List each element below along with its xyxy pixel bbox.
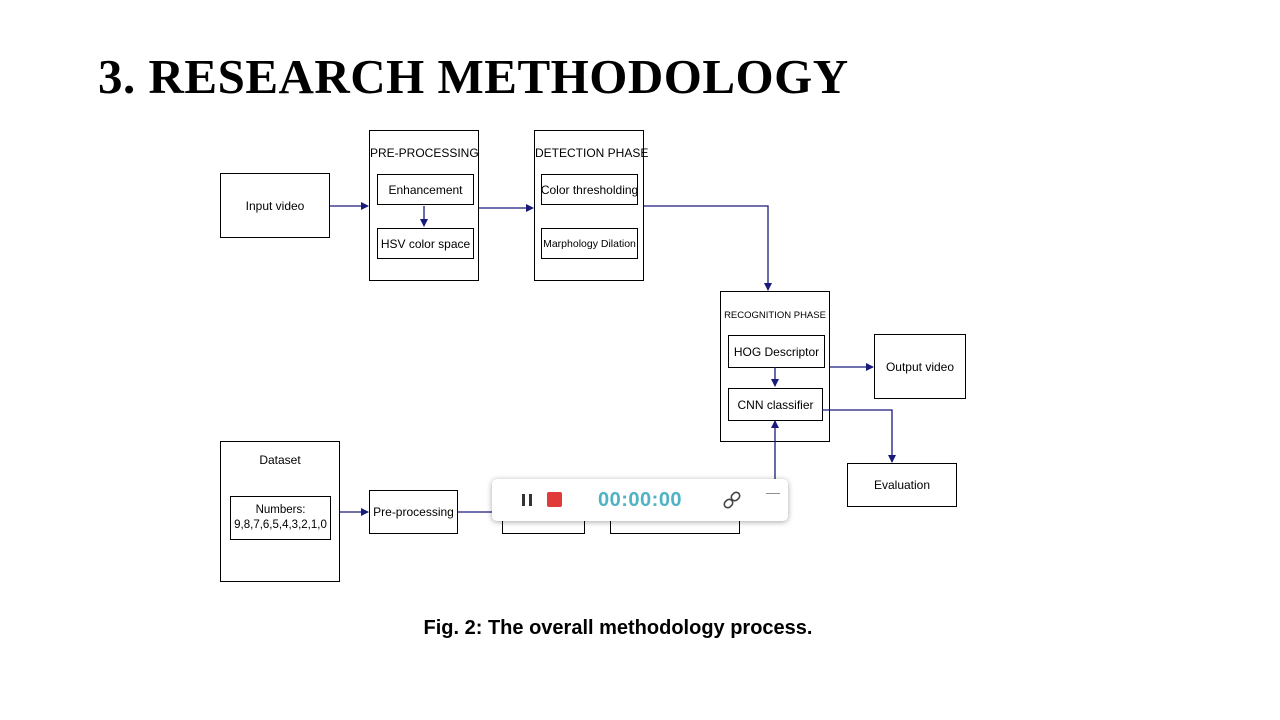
dataset-title: Dataset xyxy=(259,453,301,467)
color-thresholding-box: Color thresholding xyxy=(541,174,638,205)
link-icon[interactable] xyxy=(723,490,741,510)
detection-phase-box: DETECTION PHASE Color thresholding Marph… xyxy=(534,130,649,281)
numbers-box: Numbers: 9,8,7,6,5,4,3,2,1,0 xyxy=(230,496,331,540)
input-video-label: Input video xyxy=(245,199,305,213)
evaluation-label: Evaluation xyxy=(873,478,931,492)
arrow-detection-to-recognition xyxy=(644,205,772,291)
cnn-classifier-box: CNN classifier xyxy=(728,388,823,421)
dataset-preprocessing-label: Pre-processing xyxy=(373,505,454,519)
output-video-label: Output video xyxy=(885,360,955,374)
detection-phase-title: DETECTION PHASE xyxy=(535,146,649,160)
morphology-dilation-box: Marphology Dilation xyxy=(541,228,638,259)
dataset-box: Dataset Numbers: 9,8,7,6,5,4,3,2,1,0 xyxy=(220,441,340,582)
evaluation-box: Evaluation xyxy=(847,463,957,507)
preprocessing-phase-box: PRE-PROCESSING Enhancement HSV color spa… xyxy=(369,130,479,281)
dataset-preprocessing-box: Pre-processing xyxy=(369,490,458,534)
hog-descriptor-box: HOG Descriptor xyxy=(728,335,825,368)
hsv-color-space-box: HSV color space xyxy=(377,228,474,259)
input-video-box: Input video xyxy=(220,173,330,238)
recording-timer: 00:00:00 xyxy=(598,489,683,511)
enhancement-box: Enhancement xyxy=(377,174,474,205)
preprocessing-phase-title: PRE-PROCESSING xyxy=(370,146,479,160)
slide-title: 3. RESEARCH METHODOLOGY xyxy=(98,49,849,104)
stop-icon[interactable] xyxy=(547,492,562,507)
recognition-phase-box: RECOGNITION PHASE HOG Descriptor CNN cla… xyxy=(720,291,830,442)
figure-caption: Fig. 2: The overall methodology process. xyxy=(423,617,813,639)
pause-icon[interactable] xyxy=(520,491,534,509)
minimize-icon[interactable]: — xyxy=(766,484,780,500)
numbers-label: Numbers: xyxy=(255,504,306,516)
recognition-phase-title: RECOGNITION PHASE xyxy=(724,310,826,321)
arrow-cnn-to-evaluation xyxy=(822,409,896,463)
screen-recorder-toolbar[interactable] xyxy=(492,479,788,521)
output-video-box: Output video xyxy=(874,334,966,399)
numbers-values: 9,8,7,6,5,4,3,2,1,0 xyxy=(234,519,327,531)
